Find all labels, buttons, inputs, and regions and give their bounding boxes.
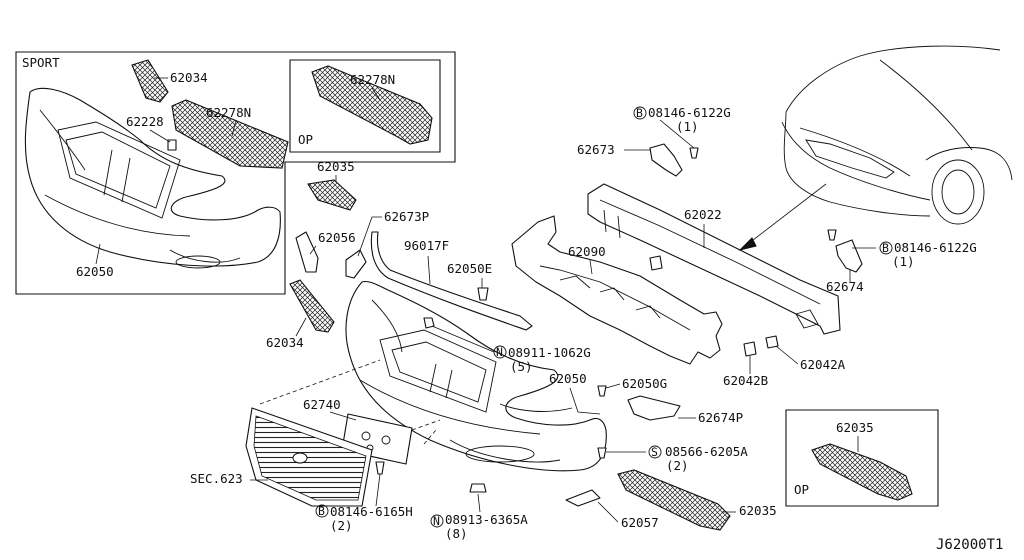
clip-62050G: 62050G [597, 376, 667, 397]
grille-sec623: SEC.623 [190, 407, 373, 507]
bumper-stay-62042A: 62042A [765, 335, 846, 372]
nut-prefix-08913: N [433, 514, 440, 528]
op-label-top: OP [298, 132, 313, 147]
label-62674: 62674 [826, 279, 864, 294]
bolt-prefix-6165H: B [318, 504, 325, 518]
qty-08566: (2) [666, 458, 689, 473]
sport-mesh-62278N [171, 99, 289, 169]
bolt-08146-6165H: B 08146-6165H (2) [315, 461, 413, 533]
sport-bumper-cover [24, 87, 281, 269]
option-box-bottom: OP 62035 [785, 409, 939, 507]
label-08566: 08566-6205A [665, 444, 748, 459]
label-bolt-62673: 08146-6122G [648, 105, 731, 120]
energy-absorber-62090: 62090 [511, 215, 723, 365]
label-62034-sport: 62034 [170, 70, 208, 85]
bumper-stay-62042B: 62042B [723, 341, 768, 388]
diagram-code: J62000T1 [936, 537, 1003, 553]
bolt-prefix-62674: B [882, 241, 889, 255]
op-label-bottom: OP [794, 482, 809, 497]
label-62674P: 62674P [698, 410, 743, 425]
bracket-62674: 62674 B 08146-6122G (1) [826, 229, 977, 294]
label-62050E: 62050E [447, 261, 492, 276]
bolt-prefix-62673: B [636, 106, 643, 120]
label-96017F: 96017F [404, 238, 449, 253]
bracket-62674P: 62674P [627, 395, 743, 425]
qty-08913: (8) [445, 526, 468, 541]
label-08911: 08911-1062G [508, 345, 591, 360]
label-62050: 62050 [549, 371, 587, 386]
label-62034: 62034 [266, 335, 304, 350]
bracket-62673P: 62673P [345, 209, 429, 279]
front-bumper-cover-62050: 62050 [345, 280, 607, 472]
screw-prefix-08566: S [651, 445, 658, 459]
lower-mesh-62035-bottom: 62035 [617, 469, 777, 531]
screw-08566: S 08566-6205A (2) [597, 444, 748, 473]
sport-bracket-62034 [131, 59, 169, 103]
qty-bolt-62674: (1) [892, 254, 915, 269]
label-62278N-sport: 62278N [206, 105, 251, 120]
garnish-strip-96017F: 96017F [370, 231, 533, 331]
reinforcement-62022: 62022 [587, 183, 841, 335]
sport-variant-box: SPORT 62034 62278N 62228 6205 [15, 51, 456, 295]
label-62035-top: 62035 [317, 159, 355, 174]
label-62228: 62228 [126, 114, 164, 129]
qty-bolt-62673: (1) [676, 119, 699, 134]
alignment-line-1 [259, 359, 381, 405]
label-62673P: 62673P [384, 209, 429, 224]
label-62056: 62056 [318, 230, 356, 245]
qty-08911: (5) [510, 359, 533, 374]
label-sec623: SEC.623 [190, 471, 243, 486]
label-62050G: 62050G [622, 376, 667, 391]
label-62278N-op: 62278N [350, 72, 395, 87]
label-62035-bottom: 62035 [739, 503, 777, 518]
alignment-line-2 [423, 429, 437, 445]
label-08146-6165H: 08146-6165H [330, 504, 413, 519]
sport-label: SPORT [22, 55, 60, 70]
bracket-62034: 62034 [266, 279, 335, 350]
label-62050-sport: 62050 [76, 264, 114, 279]
label-62057: 62057 [621, 515, 659, 530]
sport-clip-62228 [167, 139, 177, 151]
nut-prefix-08911: N [496, 345, 503, 359]
label-62042A: 62042A [800, 357, 846, 372]
cover-62057: 62057 [565, 489, 659, 530]
nut-08913: N 08913-6365A (8) [430, 483, 528, 541]
lower-mesh-62035-top: 62035 [307, 159, 357, 211]
label-62673: 62673 [577, 142, 615, 157]
label-62042B: 62042B [723, 373, 768, 388]
option-box-top: OP 62278N [289, 59, 441, 153]
label-bolt-62674: 08146-6122G [894, 240, 977, 255]
label-62022: 62022 [684, 207, 722, 222]
nut-08911: N 08911-1062G (5) [423, 317, 591, 374]
clip-62050E: 62050E [447, 261, 492, 301]
label-62035-op: 62035 [836, 420, 874, 435]
qty-08146-6165H: (2) [330, 518, 353, 533]
label-08913: 08913-6365A [445, 512, 528, 527]
label-62090: 62090 [568, 244, 606, 259]
label-62740: 62740 [303, 397, 341, 412]
bracket-62056: 62056 [295, 230, 356, 273]
vehicle-front-sketch [738, 45, 1013, 251]
bracket-62673: 62673 B 08146-6122G (1) [577, 105, 731, 177]
